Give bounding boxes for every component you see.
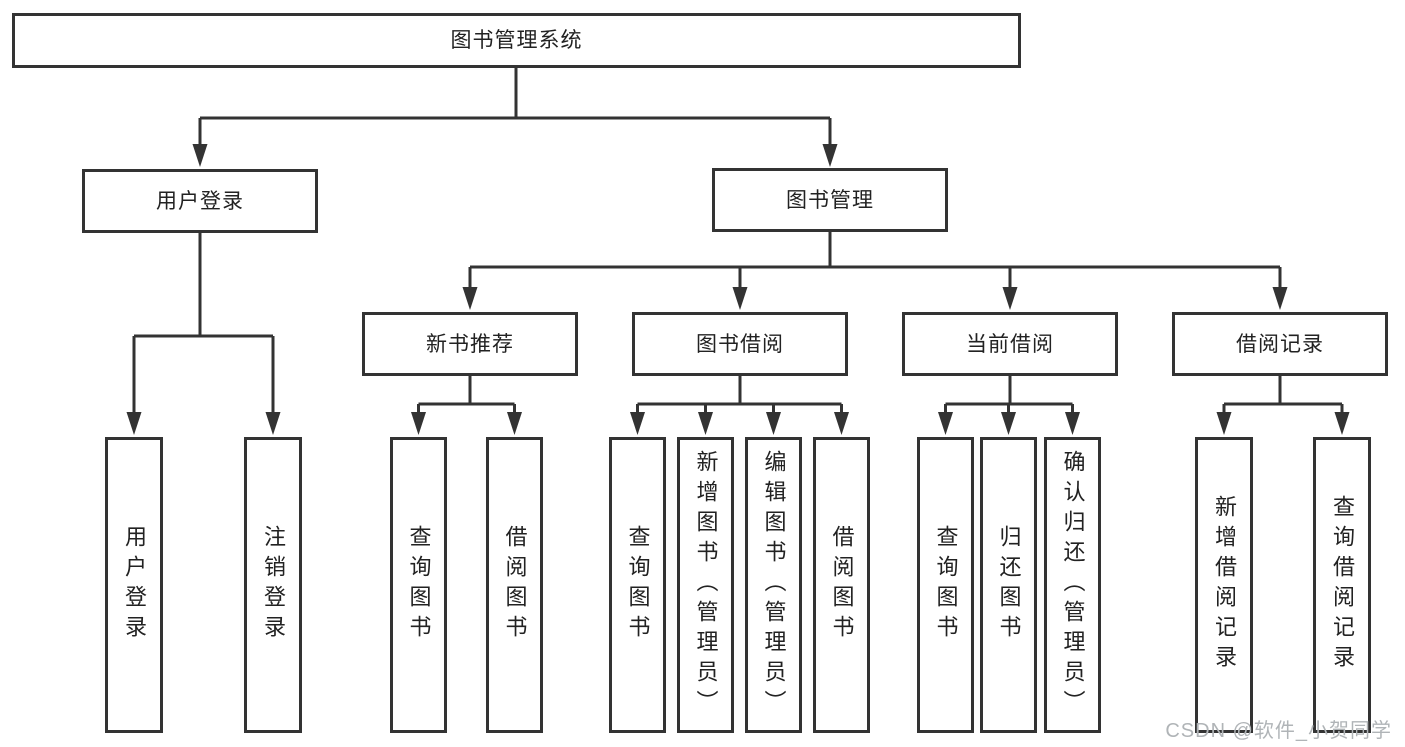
arrowhead (1002, 287, 1018, 310)
leaf-borrow-books-borrowing: 借阅图书 (813, 437, 870, 733)
arrowhead (1272, 287, 1288, 310)
watermark-text: CSDN @软件_小贺同学 (1165, 720, 1392, 742)
arrowhead (822, 144, 838, 167)
leaf-query-books-recommend: 查询图书 (390, 437, 447, 733)
arrowhead (1334, 412, 1350, 435)
arrowhead (126, 412, 142, 435)
arrowhead (766, 412, 781, 435)
leaf-logout: 注销登录 (244, 437, 302, 733)
leaf-query-books-current: 查询图书 (917, 437, 974, 733)
section-new-book-recommend: 新书推荐 (362, 312, 578, 376)
connector-current-borrowing (944, 376, 1074, 417)
connector-book-management (468, 232, 1282, 292)
branch-user-login: 用户登录 (82, 169, 318, 233)
leaf-return-books: 归还图书 (980, 437, 1037, 733)
section-book-borrowing: 图书借阅 (632, 312, 848, 376)
section-borrowing-records: 借阅记录 (1172, 312, 1388, 376)
arrowhead (630, 412, 645, 435)
arrowhead (938, 412, 953, 435)
arrowhead (411, 412, 426, 435)
connector-user-login (132, 233, 275, 416)
leaf-query-books-borrowing: 查询图书 (609, 437, 666, 733)
connector-book-borrowing (636, 376, 843, 417)
arrowhead (1065, 412, 1080, 435)
section-current-borrowing: 当前借阅 (902, 312, 1118, 376)
arrowhead (1216, 412, 1232, 435)
arrowhead (462, 287, 478, 310)
leaf-confirm-return-admin: 确认归还（管理员） (1044, 437, 1101, 733)
branch-book-management: 图书管理 (712, 168, 948, 232)
node-root: 图书管理系统 (12, 13, 1021, 68)
leaf-edit-books-admin: 编辑图书（管理员） (745, 437, 802, 733)
arrowhead (834, 412, 849, 435)
leaf-query-borrow-record: 查询借阅记录 (1313, 437, 1371, 733)
arrowhead (192, 144, 208, 167)
arrowhead (698, 412, 713, 435)
connector-borrowing-records (1222, 376, 1344, 417)
arrowhead (507, 412, 522, 435)
leaf-borrow-books-recommend: 借阅图书 (486, 437, 543, 733)
arrowhead (732, 287, 748, 310)
arrowhead (1001, 412, 1016, 435)
connector-root-to-branches (198, 68, 832, 150)
leaf-add-books-admin: 新增图书（管理员） (677, 437, 734, 733)
leaf-add-borrow-record: 新增借阅记录 (1195, 437, 1253, 733)
arrowhead (265, 412, 281, 435)
connector-new-book-recommend (417, 376, 516, 417)
leaf-user-login: 用户登录 (105, 437, 163, 733)
